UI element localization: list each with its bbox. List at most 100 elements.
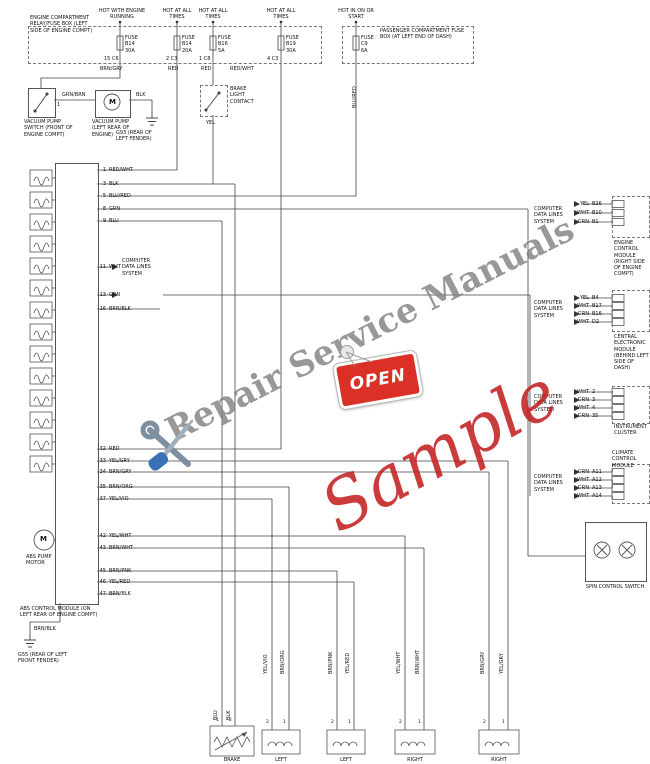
engine-fusebox-label: ENGINE COMPARTMENT RELAY/FUSE BOX (LEFT … (30, 15, 93, 34)
wire-color-label: GRN (109, 292, 121, 298)
wire-color-label: YEL/VIO (109, 496, 129, 502)
wire-color-label: WHT (577, 493, 589, 499)
brake-contact-box (200, 85, 228, 117)
brake-sensor-arrowhead (241, 732, 247, 737)
wire-color-label: YEL/RED (109, 579, 131, 585)
pin-number: 33 (99, 458, 106, 464)
wire-color-label: YEL/WHT (396, 651, 402, 674)
motor-symbol: M (109, 98, 116, 106)
data-lines-label: COMPUTER DATA LINES SYSTEM (534, 474, 563, 493)
pin-number: 1 (102, 167, 106, 173)
brake-sensor-icon (209, 725, 255, 757)
wire-color-label: BRN/WHT (415, 649, 421, 674)
pin-number: 42 (99, 533, 106, 539)
abs-module-box (55, 163, 99, 605)
wire-color-label: GRN/BRN (62, 92, 86, 98)
pin-number: 1 (57, 102, 61, 108)
connector-label: 4 C3 (267, 56, 279, 62)
pin-id: A11 (592, 469, 602, 475)
motor-symbol: M (40, 535, 47, 543)
wire-color-label: BRN/GRY (100, 66, 123, 72)
pin-id: B16 (592, 311, 602, 317)
wire-color-label: YEL/VIO (263, 654, 269, 674)
abs-pump-motor-icon (33, 529, 55, 551)
wire-color-label: RED/WHT (109, 167, 133, 173)
wire-color-label: BLU/RED (352, 86, 358, 108)
wire-color-label: RED/WHT (230, 66, 254, 72)
wire-color-label: BRN/ORG (109, 484, 133, 490)
passenger-fusebox-label: PASSENGER COMPARTMENT FUSE BOX (AT LEFT … (380, 28, 465, 41)
wire-color-label: YEL/GRY (109, 458, 130, 464)
wire-color-label: YEL/GRY (499, 653, 505, 674)
abs-coil-column (29, 169, 53, 473)
pin-id: A14 (592, 493, 602, 499)
wire-color-label: RED (168, 66, 179, 72)
pin-number: 46 (99, 579, 106, 585)
wire-color-label: YEL (580, 201, 589, 207)
wire-color-label: BLU (109, 218, 119, 224)
wire-color-label: YEL (580, 295, 589, 301)
pin-number: 9 (102, 218, 106, 224)
pin-number: 34 (99, 469, 106, 475)
wire-color-label: YEL/RED (345, 652, 351, 674)
wire-color-label: BLK (136, 92, 146, 98)
wire-color-label: RED (201, 66, 212, 72)
passenger-fusebox (342, 26, 474, 64)
engine-fusebox (28, 26, 322, 64)
instrument-cluster-box (612, 386, 650, 424)
vacuum-switch-label: VACUUM PUMP SWITCH (FRONT OF ENGINE COMP… (24, 119, 73, 138)
data-lines-label: COMPUTER DATA LINES SYSTEM (534, 394, 563, 413)
wire-color-label: WHT (577, 210, 589, 216)
wire-color-label: BRN/BLK (109, 591, 131, 597)
spin-switch-label: SPIN CONTROL SWITCH (585, 584, 645, 590)
ground-g93-icon (146, 112, 158, 126)
pin-number: 1 (418, 720, 421, 725)
pin-number: 2 (483, 720, 486, 725)
pin-number: 16 (99, 306, 106, 312)
ground-g55-label: G55 (REAR OF LEFT FRONT FENDER) (18, 652, 68, 665)
spin-switch-lamp-icons (593, 541, 636, 559)
instrument-cluster-label: INSTRUMENT CLUSTER (614, 424, 647, 437)
wire-color-label: GRN (577, 397, 589, 403)
wire-color-label: GRN (577, 469, 589, 475)
wire-color-label: GRN (577, 219, 589, 225)
pin-id: 4 (592, 405, 596, 411)
pin-id: B26 (592, 201, 602, 207)
vacuum-pump-label: VACUUM PUMP (LEFT REAR OF ENGINE) (92, 119, 130, 138)
central-module-box (612, 290, 650, 332)
brake-contact-label: BRAKE LIGHT CONTACT (230, 86, 254, 105)
engine-module-box (612, 196, 650, 238)
central-module-label: CENTRAL ELECTRONIC MODULE (BEHIND LEFT S… (614, 334, 649, 372)
power-label: HOT AT ALL TIMES (162, 8, 192, 21)
data-line-arrows (112, 201, 580, 499)
engine-module-label: ENGINE CONTROL MODULE (RIGHT SIDE OF ENG… (614, 240, 645, 278)
ground-g93-label: G93 (REAR OF LEFT FENDER) (116, 130, 152, 143)
wire-color-label: BRN/PNK (328, 651, 334, 674)
sensor-label: LEFT (275, 757, 287, 763)
wire-color-label: WHT (577, 389, 589, 395)
vacuum-pump-box (95, 90, 131, 118)
wire-color-label: YEL/WHT (109, 533, 132, 539)
vacuum-switch-box (28, 88, 56, 118)
wire-color-label: BRN/GRY (109, 469, 132, 475)
connector-label: 15 C6 (104, 56, 119, 62)
